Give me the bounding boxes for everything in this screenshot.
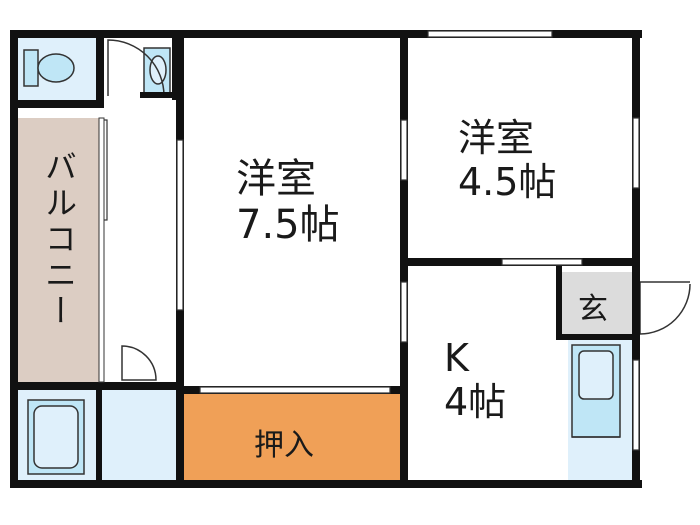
kitchen-name: K — [444, 336, 469, 380]
door-swing-icons — [107, 39, 691, 381]
balcony-rail — [98, 117, 105, 383]
toilet-icon — [23, 49, 75, 87]
washbasin-area — [102, 390, 178, 480]
kitchen-label: K 4帖 — [444, 336, 554, 424]
room-western-small-name: 洋室 — [458, 116, 535, 160]
entrance-area — [560, 272, 632, 336]
kitchen-size: 4帖 — [444, 380, 507, 424]
room-western-large-label: 洋室 7.5帖 — [236, 156, 396, 248]
room-western-small-size: 4.5帖 — [458, 160, 557, 204]
room-western-small-label: 洋室 4.5帖 — [458, 116, 618, 204]
room-western-large-size: 7.5帖 — [236, 202, 340, 248]
closet-area — [184, 393, 402, 481]
closet-label: 押入 — [254, 428, 314, 463]
kitchen-sink-icon — [571, 344, 621, 438]
bathtub-icon — [27, 399, 85, 475]
entrance-label: 玄 — [578, 292, 608, 327]
balcony-area — [18, 118, 100, 382]
handwash-icon — [143, 47, 171, 97]
room-western-large-name: 洋室 — [236, 156, 316, 202]
balcony-label: バルコニー — [40, 150, 78, 330]
